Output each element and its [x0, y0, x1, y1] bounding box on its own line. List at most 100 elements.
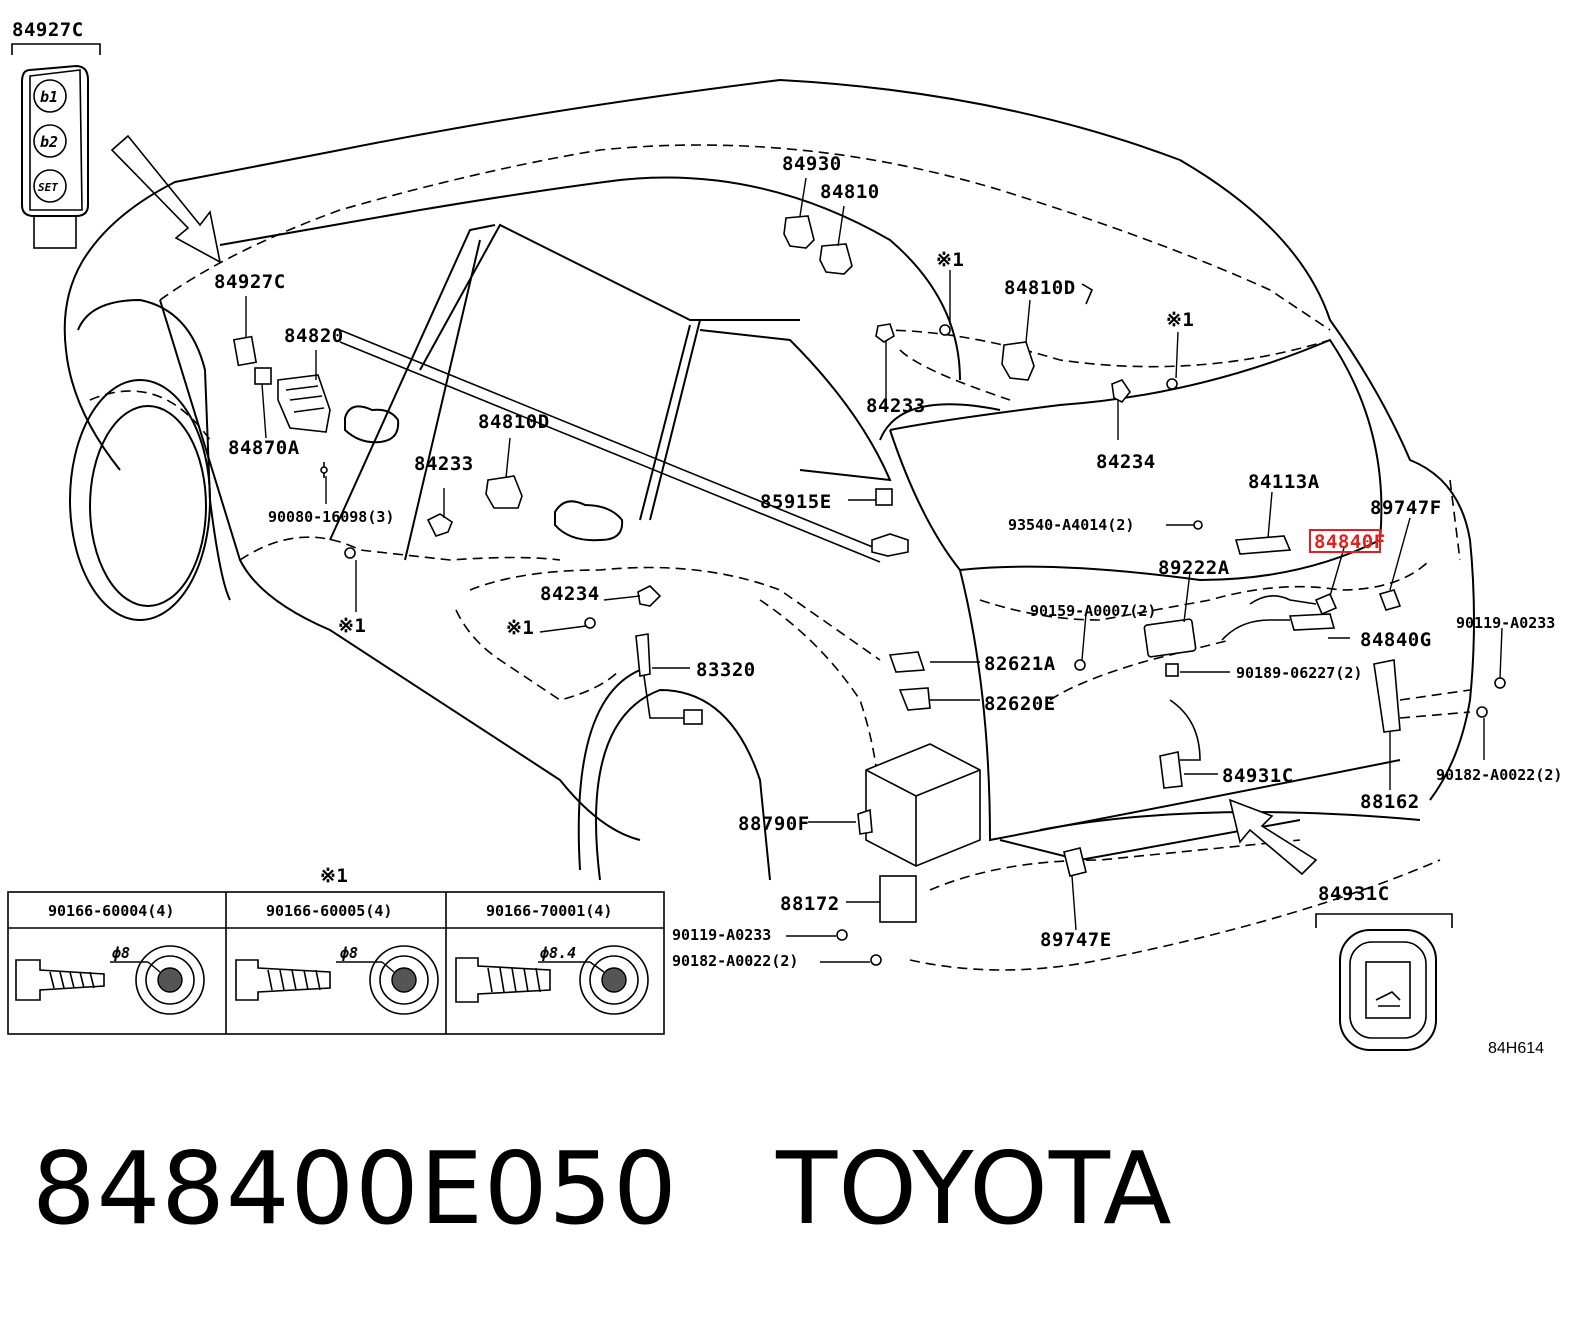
label-88162[interactable]: 88162 [1360, 791, 1420, 813]
antenna-88162-icon[interactable] [1373, 659, 1401, 733]
bolt-90166-70001-icon: ϕ8.4 [455, 944, 649, 1015]
sensor-84233-roof-icon[interactable] [875, 323, 895, 343]
diagram-code: 84H614 [1488, 1040, 1545, 1057]
connector-85915E-icon[interactable] [871, 533, 909, 557]
label-82621A[interactable]: 82621A [984, 653, 1056, 675]
memory-button-1-icon[interactable] [33, 79, 67, 113]
callout-labels: 84927C 84820 84870A 90080-16098(3) 84233… [214, 153, 1562, 970]
label-84870A[interactable]: 84870A [228, 437, 300, 459]
label-84810D-left[interactable]: 84810D [478, 411, 550, 433]
sensor-88790F-icon[interactable] [857, 808, 873, 835]
note-1-c: ※1 [936, 249, 964, 271]
svg-text:ϕ8.4: ϕ8.4 [540, 944, 576, 962]
sensor-84234-roof-icon[interactable] [1111, 379, 1131, 404]
switch-84810D-left-icon[interactable] [485, 475, 523, 509]
bolt-left-icon[interactable] [344, 547, 356, 559]
tailgate-switch-icon[interactable] [1365, 961, 1411, 1019]
title-brand: TOYOTA [776, 1130, 1173, 1247]
table-header-col1: 90166-60004(4) [48, 902, 174, 920]
label-88790F[interactable]: 88790F [738, 813, 810, 835]
label-84234-left[interactable]: 84234 [540, 583, 600, 605]
vehicle-body [63, 78, 1475, 881]
bolt-roof-right-icon[interactable] [1166, 378, 1178, 390]
label-84840G[interactable]: 84840G [1360, 629, 1432, 651]
label-84840F-highlighted[interactable]: 84840F [1314, 531, 1386, 553]
leader-lines [245, 177, 1503, 963]
label-84810[interactable]: 84810 [820, 181, 880, 203]
parts-icons [232, 215, 1506, 966]
label-83320[interactable]: 83320 [696, 659, 756, 681]
svg-text:SET: SET [38, 181, 58, 194]
svg-text:ϕ8: ϕ8 [340, 944, 358, 962]
switch-83320-icon[interactable] [635, 633, 651, 677]
label-90182-A0022-right[interactable]: 90182-A0022(2) [1436, 766, 1562, 784]
screw-93540-icon[interactable] [1193, 520, 1203, 530]
highlight-box [1309, 529, 1381, 553]
label-84927C-inset[interactable]: 84927C [12, 19, 84, 41]
memory-button-2-icon[interactable] [33, 124, 67, 158]
bracket-82621A-icon[interactable] [888, 651, 926, 673]
nut-90182-bottom-icon[interactable] [870, 954, 882, 966]
connector-83320-icon[interactable] [683, 709, 703, 725]
label-84810D-roof[interactable]: 84810D [1004, 277, 1076, 299]
bracket-84113A-icon[interactable] [1234, 535, 1292, 555]
switch-84930-icon[interactable] [783, 215, 815, 249]
mirror-switch-icon[interactable] [232, 335, 258, 367]
note-1-b: ※1 [506, 617, 534, 639]
label-90189-06227[interactable]: 90189-06227(2) [1236, 664, 1362, 682]
nut-90182-right-icon[interactable] [1476, 706, 1488, 718]
arrow-front-door-icon [110, 134, 222, 264]
door-handle-front-icon [344, 405, 400, 444]
sensor-89747F-icon[interactable] [1378, 589, 1402, 611]
label-85915E[interactable]: 85915E [760, 491, 832, 513]
label-90119-A0233-bottom[interactable]: 90119-A0233 [672, 926, 771, 944]
label-84931C[interactable]: 84931C [1222, 765, 1294, 787]
label-89747E[interactable]: 89747E [1040, 929, 1112, 951]
label-84930[interactable]: 84930 [782, 153, 842, 175]
harness-84931C-icon[interactable] [1159, 751, 1183, 789]
label-84820[interactable]: 84820 [284, 325, 344, 347]
switch-84840F-icon[interactable] [1314, 592, 1338, 616]
nut-90159-icon[interactable] [1074, 659, 1086, 671]
label-89222A[interactable]: 89222A [1158, 557, 1230, 579]
label-90080-16098[interactable]: 90080-16098(3) [268, 508, 394, 526]
switch-84840G-icon[interactable] [1288, 613, 1336, 631]
label-84927C[interactable]: 84927C [214, 271, 286, 293]
label-90159-A0007[interactable]: 90159-A0007(2) [1030, 602, 1156, 620]
bolt-90119-right-icon[interactable] [1494, 677, 1506, 689]
bolt-mid-icon[interactable] [584, 617, 596, 629]
sensor-89747E-icon[interactable] [1063, 847, 1087, 877]
title-part-number: 848400E050 [32, 1130, 678, 1247]
module-89222A-icon[interactable] [1143, 618, 1197, 658]
switch-84870A-icon[interactable] [254, 367, 272, 385]
bracket-82620E-icon[interactable] [898, 687, 931, 711]
switch-84810D-roof-icon[interactable] [1001, 341, 1035, 381]
page-title: 848400E050 TOYOTA [32, 1130, 1173, 1247]
switch-84810-icon[interactable] [819, 243, 853, 275]
label-88172[interactable]: 88172 [780, 893, 840, 915]
door-handle-rear-icon [554, 500, 624, 542]
label-84931C-inset[interactable]: 84931C [1318, 883, 1390, 905]
bolt-roof-icon[interactable] [939, 324, 951, 336]
label-82620E[interactable]: 82620E [984, 693, 1056, 715]
sensor-84234-left-icon[interactable] [637, 585, 662, 607]
label-89747F[interactable]: 89747F [1370, 497, 1442, 519]
set-button-icon[interactable] [33, 169, 67, 203]
window-switch-84820-icon[interactable] [277, 374, 331, 433]
clip-90189-icon[interactable] [1165, 663, 1179, 677]
label-84113A[interactable]: 84113A [1248, 471, 1320, 493]
note-1-table: ※1 [320, 865, 348, 887]
module-88172-icon[interactable] [879, 875, 917, 923]
bolt-90166-60005-icon: ϕ8 [235, 944, 439, 1015]
label-90182-A0022-bottom[interactable]: 90182-A0022(2) [672, 952, 798, 970]
label-84233-roof[interactable]: 84233 [866, 395, 926, 417]
label-84233-left[interactable]: 84233 [414, 453, 474, 475]
relay-85915E-icon[interactable] [875, 488, 893, 506]
label-93540-A4014[interactable]: 93540-A4014(2) [1008, 516, 1134, 534]
label-90119-A0233-right[interactable]: 90119-A0233 [1456, 614, 1555, 632]
arrow-tailgate-icon [1228, 798, 1318, 876]
label-84234-roof[interactable]: 84234 [1096, 451, 1156, 473]
bolt-90119-bottom-icon[interactable] [836, 929, 848, 941]
sensor-84233-left-icon[interactable] [426, 513, 453, 537]
